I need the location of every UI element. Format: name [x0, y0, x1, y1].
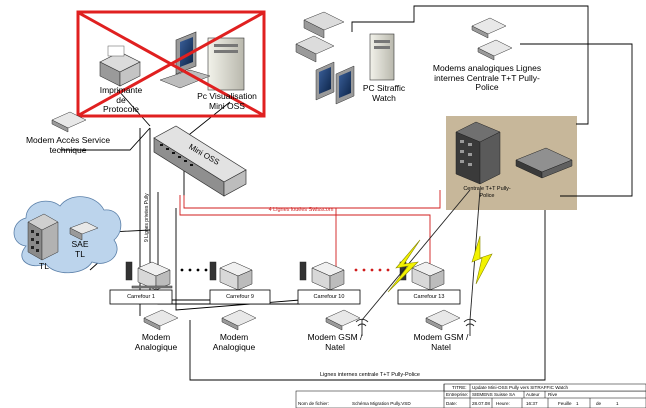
- modem-service-label: Modem Accès Service technique: [25, 135, 111, 155]
- tb-titre-label: TITRE:: [452, 385, 467, 390]
- modem-gsm-label-2: Modem GSM / Natel: [413, 332, 469, 352]
- tb-entreprise-label: Entreprise:: [446, 392, 469, 397]
- carrefour10-box: [297, 289, 361, 305]
- tb-titre-value: Update Mini-OSS Pully vers SITRAFFIC Wat…: [472, 385, 569, 390]
- sae-label: SAE: [71, 239, 89, 249]
- lightning-bolts: [387, 235, 493, 293]
- tb-heure-value: 16:37: [526, 401, 538, 406]
- carrefour9-box: [209, 289, 271, 305]
- cabinet-10: [299, 261, 345, 291]
- modem-service-icon: [51, 111, 87, 133]
- tb-nom-fichier-value: Schéma Migration Pully.VSD: [352, 401, 411, 406]
- internal-lines-bottom-label: Lignes internes centrale T+T Pully-Polic…: [320, 372, 420, 378]
- crossed-out-overlay: [76, 10, 266, 118]
- modem-analog-label-1: Modem Analogique: [134, 332, 178, 352]
- printer-protocol-label: Imprimante de Protocole: [99, 85, 143, 114]
- pc-sitraffic-label: PC Sitraffic Watch: [362, 83, 406, 103]
- tl-label-2: TL: [39, 261, 49, 271]
- modems-analog-internal-icon: [471, 17, 513, 61]
- pc-visualisation-label: Pc Visualisation Mini OSS: [197, 91, 257, 111]
- tb-entreprise-value: SIEMENS Suisse SA: [472, 392, 516, 397]
- black-dots: [180, 268, 208, 272]
- modems-analog-internal-label: Modems analogiques Lignes internes Centr…: [432, 63, 542, 92]
- carrefour13-box: [397, 289, 461, 305]
- tb-de-label: de: [596, 401, 602, 406]
- tb-auteur-label: Auteur: [526, 392, 540, 397]
- centrale-label: Centrale T+T Pully-Police: [463, 186, 511, 199]
- carrefour-boxes: [109, 289, 461, 305]
- tb-date-value: 28.07.08: [472, 401, 490, 406]
- tb-heure-label: Heure:: [496, 401, 510, 406]
- carrefour13-label: Carrefour 13: [413, 294, 445, 300]
- tb-de-value: 1: [616, 401, 619, 406]
- private-lines-label: 9 Lignes privées Pully: [144, 193, 150, 242]
- tb-auteur-value: Rive: [548, 392, 558, 397]
- bottom-modems: [143, 309, 461, 331]
- sae-tl-cloud: [13, 196, 122, 274]
- leased-lines-red: [179, 190, 441, 270]
- gsm-antennas: [355, 189, 481, 336]
- carrefour1-label: Carrefour 1: [127, 294, 155, 300]
- tb-nom-fichier-label: Nom de fichier:: [298, 401, 329, 406]
- modem-gsm-label-1: Modem GSM / Natel: [307, 332, 363, 352]
- cabinet-1: [125, 261, 173, 291]
- tb-date-label: Date:: [446, 401, 457, 406]
- title-block: [295, 383, 646, 408]
- carrefour1-box: [109, 289, 173, 305]
- carrefour-cabinets: [125, 261, 445, 291]
- mini-oss-device: [153, 125, 247, 197]
- modem-analog-label-2: Modem Analogique: [212, 332, 256, 352]
- tl-label-1: TL: [75, 249, 85, 259]
- centrale-device-icon: [455, 121, 573, 185]
- carrefour9-label: Carrefour 9: [226, 294, 254, 300]
- printer-protocol-icon: [99, 45, 141, 87]
- red-dots: [354, 268, 390, 272]
- carrefour10-label: Carrefour 10: [313, 294, 345, 300]
- tb-feuille-label: Feuille: [558, 401, 572, 406]
- pc-sitraffic-icon: [295, 11, 395, 105]
- cabinet-9: [209, 261, 253, 291]
- leased-lines-label: 4 Lignes louées Swisscom: [268, 207, 334, 213]
- tb-feuille-value: 1: [576, 401, 579, 406]
